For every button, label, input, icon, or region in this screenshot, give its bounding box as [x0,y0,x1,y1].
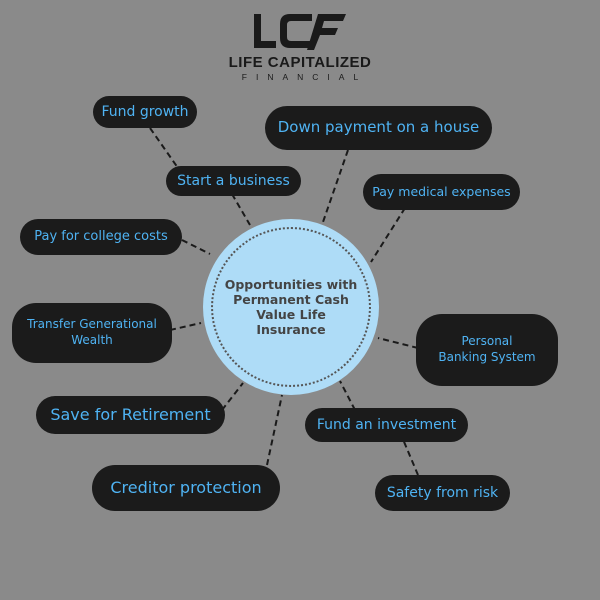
link-college-costs [181,239,211,255]
node-label: Personal Banking System [438,334,536,364]
node-fund-growth: Fund growth [93,96,197,128]
node-label: Safety from risk [386,484,499,501]
lcf-logo-icon [254,14,346,50]
link-fund-investment [339,380,356,411]
link-generational-wealth [169,322,202,331]
link-start-business [231,193,251,226]
node-label: Pay for college costs [34,228,168,244]
node-college-costs: Pay for college costs [20,219,182,255]
node-retirement: Save for Retirement [36,396,225,434]
center-node: Opportunities with Permanent Cash Value … [203,219,379,395]
node-down-payment: Down payment on a house [265,106,492,150]
node-creditor-protection: Creditor protection [92,465,280,511]
node-label: Creditor protection [110,477,262,497]
node-personal-banking: Personal Banking System [416,314,558,386]
center-node-label: Opportunities with Permanent Cash Value … [224,277,358,337]
link-medical-expenses [370,207,406,263]
node-label: Fund an investment [316,416,457,433]
link-down-payment [322,149,349,223]
node-label: Start a business [177,172,290,189]
node-label: Pay medical expenses [372,183,511,199]
center-node-dotted-ring [211,227,371,387]
node-label: Down payment on a house [277,118,480,137]
link-personal-banking [377,337,419,349]
brand-logo: LIFE CAPITALIZED FINANCIAL [200,10,400,82]
node-label: Transfer Generational Wealth [27,317,157,347]
node-fund-investment: Fund an investment [305,408,468,442]
node-label: Fund growth [101,103,189,120]
link-creditor-protection [266,394,283,466]
node-generational-wealth: Transfer Generational Wealth [12,303,172,363]
link-safety-risk [401,436,419,476]
node-safety-risk: Safety from risk [375,475,510,511]
link-fund-growth [149,127,179,169]
node-medical-expenses: Pay medical expenses [363,174,520,210]
brand-name: LIFE CAPITALIZED [228,54,372,71]
link-retirement [221,382,244,411]
node-start-business: Start a business [166,166,301,196]
node-label: Save for Retirement [50,404,211,424]
brand-subtitle: FINANCIAL [241,72,368,82]
